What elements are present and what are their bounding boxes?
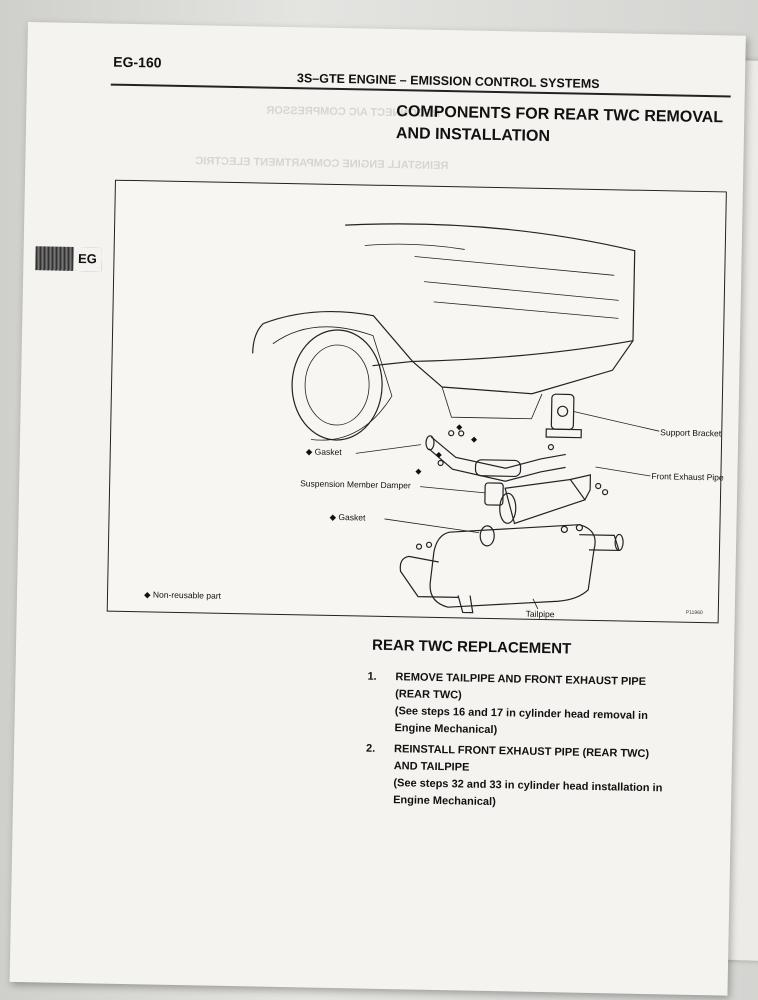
components-figure: Support Bracket ◆ Gasket Front Exhaust P… (106, 179, 727, 624)
step-1-number: 1. (367, 670, 377, 683)
label-gasket-lower: ◆ Gasket (329, 511, 366, 523)
section-tab: EG (35, 246, 102, 272)
label-gasket-upper: ◆ Gasket (305, 446, 342, 458)
rear-twc-part (499, 474, 592, 525)
car-body-outline (345, 223, 636, 367)
label-front-exhaust-pipe: Front Exhaust Pipe (651, 471, 724, 483)
replacement-title: REAR TWC REPLACEMENT (371, 636, 572, 658)
section-title: COMPONENTS FOR REAR TWC REMOVAL AND INST… (396, 101, 742, 152)
step-2-number: 2. (365, 742, 376, 755)
step-2: 2. REINSTALL FRONT EXHAUST PIPE (REAR TW… (365, 741, 686, 815)
manual-page: RECONNECT A/C COMPRESSOR REINSTALL ENGIN… (9, 22, 746, 996)
rear-wheel (291, 329, 383, 441)
bleed-through-text: REINSTALL ENGINE COMPARTMENT ELECTRIC (195, 155, 449, 173)
section-tab-label: EG (73, 246, 102, 272)
exhaust-components-illustration (252, 223, 660, 614)
tailpipe-part (399, 524, 624, 614)
support-bracket-part (545, 393, 582, 439)
page-code: EG-160 (113, 53, 162, 71)
label-support-bracket: Support Bracket (660, 427, 722, 439)
front-exhaust-pipe-part (425, 435, 566, 482)
step-1: 1. REMOVE TAILPIPE AND FRONT EXHAUST PIP… (366, 669, 687, 743)
label-suspension-member-damper: Suspension Member Damper (300, 478, 411, 491)
suspension-damper-part (484, 482, 504, 506)
gasket-lower-part (479, 525, 495, 547)
figure-code: P11960 (685, 609, 703, 617)
label-non-reusable-part: ◆ Non-reusable part (143, 589, 222, 601)
label-tailpipe: Tailpipe (525, 608, 555, 620)
